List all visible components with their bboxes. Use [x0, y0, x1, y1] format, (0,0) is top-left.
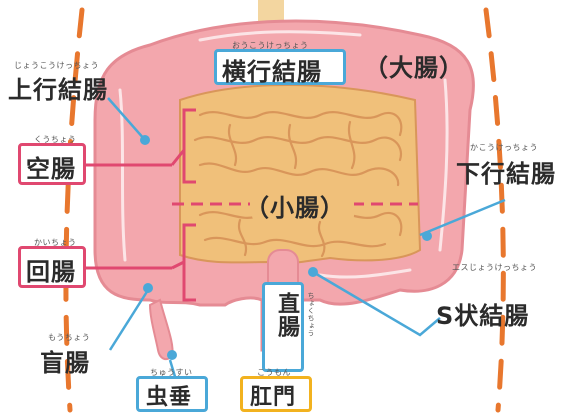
appendix-ruby: ちゅうすい: [150, 368, 193, 377]
small-intestine-bg: [252, 188, 354, 220]
sigmoid-colon-label: S状結腸: [436, 302, 530, 330]
appendix-label: 虫垂: [146, 385, 193, 410]
transverse-colon-label: 横行結腸: [222, 58, 322, 86]
ascending-colon-label: 上行結腸: [8, 76, 108, 104]
small-intestine-label: （小腸）: [245, 194, 345, 222]
leader-lines: [107, 97, 506, 381]
rectum-label: 直腸: [274, 292, 299, 338]
jejunum-label: 空腸: [26, 155, 76, 183]
ileum-box: [18, 246, 86, 288]
rectum-ruby: ちょくちょう: [307, 292, 315, 337]
anus-label: 肛門: [250, 385, 297, 410]
ascending-colon-ruby: じょうこうけっちょう: [14, 61, 99, 70]
rectum-box: [262, 282, 304, 372]
transverse-colon-box: [214, 49, 346, 85]
ileum-label: 回腸: [26, 258, 76, 286]
small-intestine-coils: [193, 111, 403, 258]
anus-box: [240, 376, 312, 412]
jejunum-box: [18, 143, 86, 185]
appendix-box: [136, 376, 208, 412]
leader-dots: [140, 135, 432, 360]
descending-colon-ruby: かこうけっちょう: [470, 143, 538, 152]
ileum-bracket: [86, 223, 196, 302]
jejunum-ruby: くうちょう: [34, 135, 77, 144]
cecum-ruby: もうちょう: [48, 333, 91, 342]
descending-colon-label: 下行結腸: [456, 160, 556, 188]
large-intestine-label: （大腸）: [364, 54, 464, 82]
sigmoid-colon-ruby: エスじょうけっちょう: [452, 263, 537, 272]
anus-ruby: こうもん: [257, 368, 291, 377]
body-outline: [63, 7, 506, 413]
cecum-label: 盲腸: [40, 349, 90, 377]
transverse-colon-ruby: おうこうけっちょう: [232, 41, 309, 50]
ileum-ruby: かいちょう: [34, 238, 77, 247]
jejunum-bracket: [86, 108, 196, 184]
